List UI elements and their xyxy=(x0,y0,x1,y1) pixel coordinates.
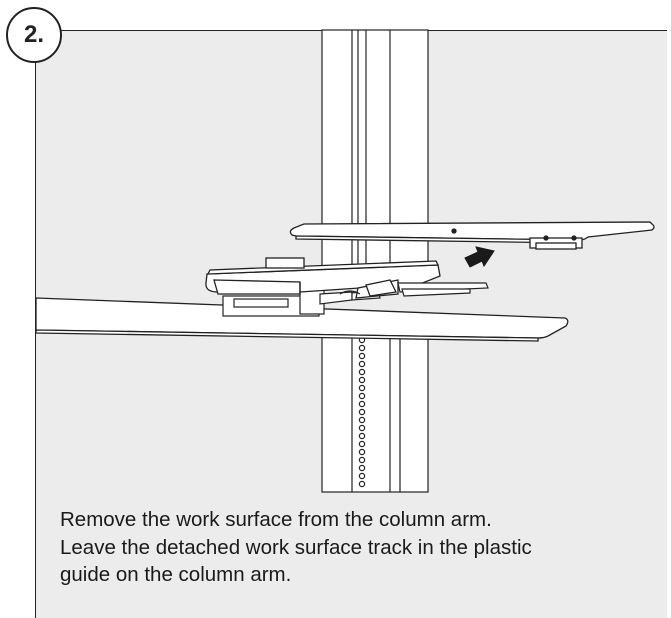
step-number: 2. xyxy=(23,21,44,48)
removed-work-surface xyxy=(289,221,655,250)
instruction-line-3: guide on the column arm. xyxy=(60,563,292,586)
illustration xyxy=(35,29,655,493)
instruction-line-1: Remove the work surface from the column … xyxy=(60,508,492,531)
column-lower xyxy=(321,331,429,493)
desk-surface xyxy=(35,297,569,342)
instruction-line-2: Leave the detached work surface track in… xyxy=(60,535,532,559)
work-surface-track xyxy=(397,282,489,297)
step-badge: 2. xyxy=(6,7,62,63)
arrow-right-icon xyxy=(464,246,495,268)
column-hole-chain xyxy=(358,336,366,488)
instruction-text: Remove the work surface from the column … xyxy=(60,506,660,589)
column-arm xyxy=(205,257,441,299)
